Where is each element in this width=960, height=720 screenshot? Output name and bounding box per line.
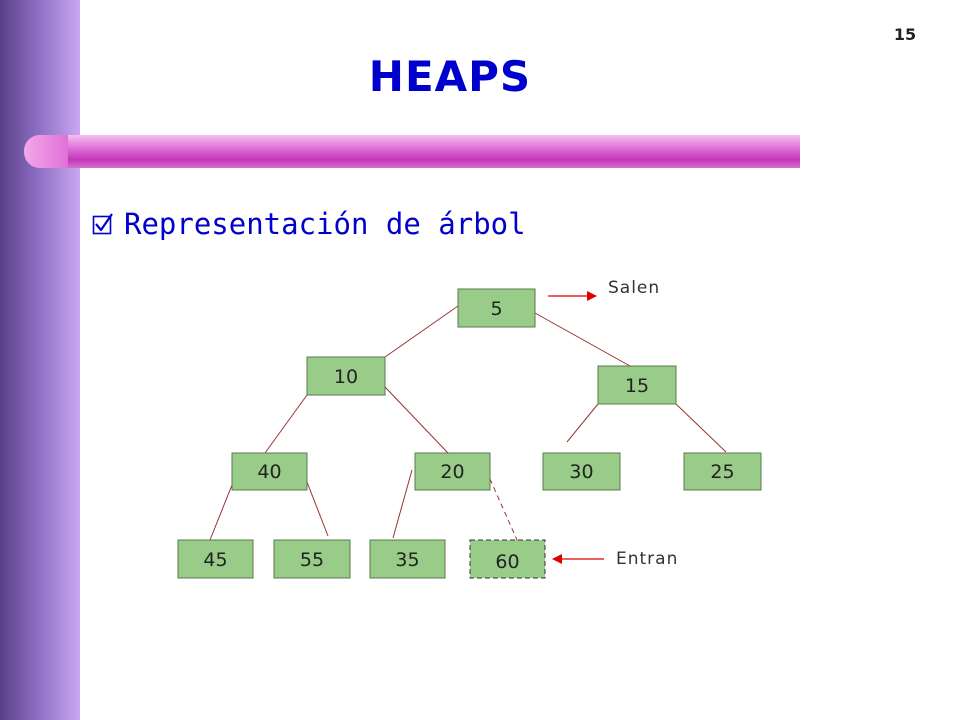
node-label: 40 [257, 461, 281, 483]
node-label: 25 [710, 461, 734, 483]
node-label: 45 [203, 549, 227, 571]
tree-node: 5 [457, 288, 536, 328]
tree-node-new: 60 [469, 539, 546, 579]
node-label: 35 [395, 549, 419, 571]
node-label: 10 [334, 366, 358, 388]
tree-node: 40 [231, 452, 308, 491]
node-label: 60 [495, 551, 519, 573]
page-title: HEAPS [368, 52, 532, 101]
checkbox-checked-icon [92, 213, 113, 235]
tree-node: 15 [597, 365, 677, 405]
tree-edge [392, 469, 413, 539]
tree-edge [384, 305, 459, 358]
tree-node: 25 [683, 452, 762, 491]
tree-node: 30 [542, 452, 621, 491]
tree-edge [566, 403, 599, 443]
left-decorative-band [0, 0, 80, 720]
bullet-item: Representación de árbol [92, 207, 526, 241]
node-label: 5 [490, 298, 502, 320]
bullet-text: Representación de árbol [124, 207, 526, 241]
in-label: Entran [616, 549, 678, 569]
tree-node: 55 [273, 539, 351, 579]
tree-node: 35 [369, 539, 446, 579]
out-label: Salen [608, 278, 660, 298]
tree-node: 20 [414, 452, 491, 491]
tree-node: 10 [306, 356, 386, 396]
tree-edge [384, 386, 449, 454]
node-label: 20 [440, 461, 464, 483]
page-number: 15 [893, 25, 917, 44]
tree-edge [264, 394, 308, 454]
node-label: 30 [569, 461, 593, 483]
tree-edge [306, 481, 329, 537]
node-label: 15 [625, 375, 649, 397]
title-underline-bar [24, 135, 800, 168]
node-label: 55 [300, 549, 324, 571]
tree-edge-dashed [489, 478, 518, 541]
tree-edge [675, 403, 727, 453]
tree-edge [534, 312, 631, 367]
tree-edge [209, 484, 233, 541]
tree-node: 45 [177, 539, 254, 579]
